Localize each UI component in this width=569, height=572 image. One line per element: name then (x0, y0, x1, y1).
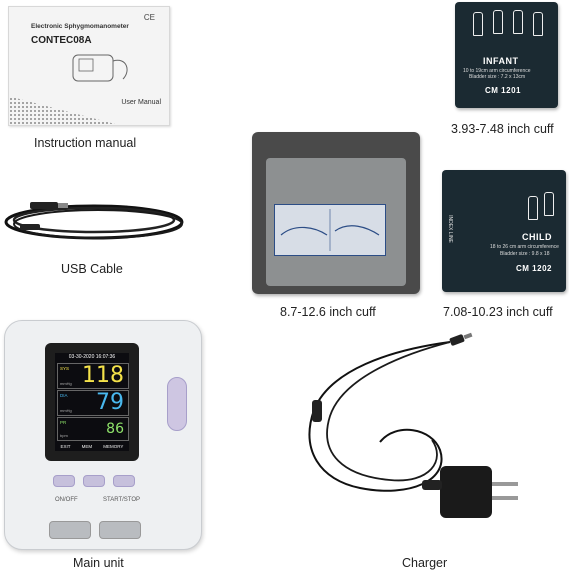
device-side-pad (167, 377, 187, 431)
person-figure-icon (528, 196, 538, 220)
caption-instruction-manual: Instruction manual (34, 136, 137, 150)
child-cuff-side-label: INDEX LINE (446, 215, 453, 243)
pr-value: 86 (106, 421, 124, 437)
infant-cuff-image: INFANT 10 to 19cm arm circumference Blad… (455, 2, 558, 108)
manual-label: User Manual (121, 99, 161, 106)
person-figure-icon (493, 10, 503, 34)
person-figure-icon (533, 12, 543, 36)
screen-row-sys: SYS mmHg 118 (57, 363, 129, 389)
pr-unit: bpm (60, 433, 68, 438)
child-cuff-image: INDEX LINE CHILD 18 to 26 cm arm circumf… (442, 170, 566, 292)
device-on-off-button (49, 521, 91, 539)
charger-image (308, 332, 518, 518)
caption-child-cuff: 7.08-10.23 inch cuff (443, 305, 553, 319)
softkey-mem: MEM (81, 444, 93, 449)
sys-unit: mmHg (60, 381, 72, 386)
softkey-exit: EXIT (60, 444, 71, 449)
screen-row-pr: PR bpm 86 (57, 417, 129, 441)
infant-cuff-title: INFANT (483, 56, 519, 66)
child-cuff-model: CM 1202 (516, 264, 552, 273)
caption-infant-cuff: 3.93-7.48 inch cuff (451, 122, 554, 136)
sys-label: SYS (60, 366, 70, 371)
start-stop-label: START/STOP (103, 497, 141, 503)
screen-softkey-labels: EXIT MEM MEMORY (55, 443, 129, 451)
device-softkey-3 (113, 475, 135, 487)
caption-adult-cuff: 8.7-12.6 inch cuff (280, 305, 376, 319)
device-softkey-2 (83, 475, 105, 487)
caption-usb-cable: USB Cable (61, 262, 123, 276)
ce-mark: CE (143, 13, 155, 22)
infant-cuff-circumference: 10 to 19cm arm circumference (463, 68, 531, 74)
infant-cuff-model: CM 1201 (485, 86, 521, 95)
dia-unit: mmHg (60, 408, 72, 413)
person-figure-icon (513, 10, 523, 34)
screen-row-dia: DIA mmHg 79 (57, 390, 129, 416)
child-cuff-bladder: Bladder size : 9.8 x 18 (500, 251, 550, 257)
dia-label: DIA (60, 393, 68, 398)
device-softkey-1 (53, 475, 75, 487)
device-screen: 03-30-2020 16:07:36 SYS mmHg 118 DIA mmH… (55, 353, 129, 451)
instruction-manual-image: CE Electronic Sphygmomanometer CONTEC08A… (8, 6, 170, 126)
caption-charger: Charger (402, 556, 448, 570)
cuff-instruction-diagram (274, 204, 386, 256)
infant-cuff-bladder: Bladder size : 7.2 x 13cm (469, 74, 526, 80)
softkey-memory: MEMORY (103, 444, 124, 449)
child-cuff-circumference: 18 to 26 cm arm circumference (490, 244, 559, 250)
caption-main-unit: Main unit (73, 556, 124, 570)
on-off-label: ON/OFF (55, 497, 78, 503)
child-cuff-title: CHILD (522, 232, 552, 242)
screen-datetime: 03-30-2020 16:07:36 (68, 354, 116, 360)
manual-subtitle: Electronic Sphygmomanometer (31, 23, 129, 30)
usb-cable-image (4, 202, 184, 240)
adult-cuff-image (252, 132, 420, 294)
dia-value: 79 (96, 390, 124, 415)
sys-value: 118 (82, 363, 124, 388)
person-figure-icon (544, 192, 554, 216)
person-figure-icon (473, 12, 483, 36)
manual-model: CONTEC08A (31, 35, 92, 46)
arm-diagram-icon (280, 209, 380, 251)
pr-label: PR (60, 420, 67, 425)
device-sketch-icon (72, 54, 128, 82)
main-unit-image: 03-30-2020 16:07:36 SYS mmHg 118 DIA mmH… (4, 320, 202, 550)
device-start-stop-button (99, 521, 141, 539)
